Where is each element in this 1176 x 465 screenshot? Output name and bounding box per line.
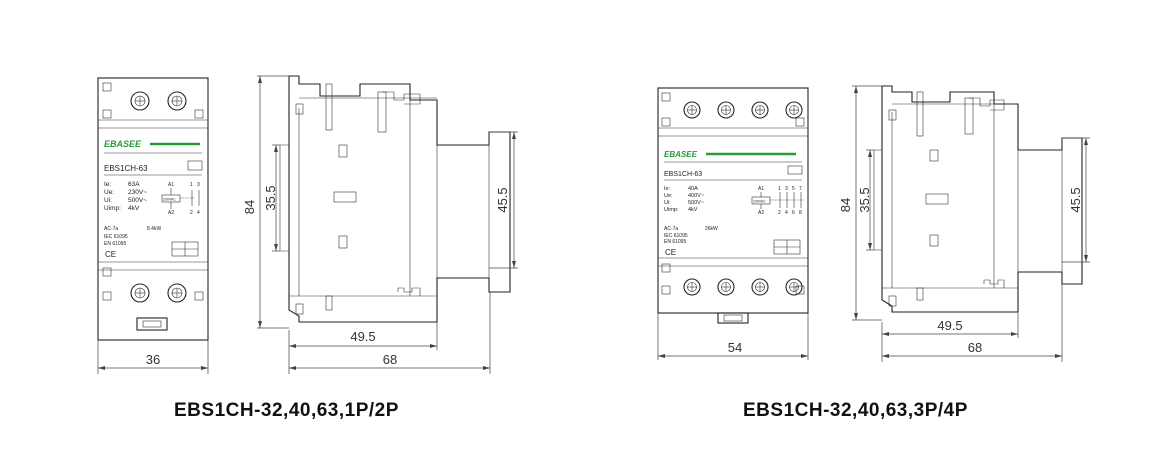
contact-symbol-icon: A1 A2 230VAC 1 3 2 4 (161, 182, 200, 216)
spec-list: Ie: 40A Ue: 400V~ Ui: 500V~ Uimp: 4kV (664, 186, 704, 213)
coil-label: 230VAC (163, 198, 176, 202)
terminal-label: 8 (799, 210, 802, 216)
terminal-label: 3 (785, 186, 788, 192)
spec-value: 63A (128, 181, 140, 188)
ac-power-label: 8.4kW (147, 226, 161, 232)
terminal-a2: A2 (758, 210, 764, 216)
terminal-a1: A1 (758, 186, 764, 192)
terminal-label: 2 (190, 210, 193, 216)
right-caption: EBS1CH-32,40,63,3P/4P (743, 400, 968, 421)
spec-list: Ie: 63A Ue: 230V~ Ui: 500V~ Uimp: 4kV (104, 181, 147, 212)
dimension-width-front: 54 (728, 340, 742, 355)
ac-power-label: 26kW (705, 226, 718, 232)
dimension-depth-inner: 49.5 (350, 329, 375, 344)
terminal-screw-icon (130, 283, 150, 303)
en-standard: EN 61095 (104, 241, 126, 247)
left-front-view: EBASEE EBS1CH-63 Ie: 63A Ue: 230V~ Ui: 500V~ U… (97, 77, 209, 341)
model-label: EBS1CH-63 (104, 164, 148, 173)
ac-rating-label: AC-7a (104, 226, 118, 232)
right-side-view: 84 35.5 45.5 49.5 68 (838, 85, 1090, 362)
terminal-label: 1 (190, 182, 193, 188)
terminal-screw-icon (683, 101, 701, 119)
spec-value: 500V~ (688, 200, 704, 206)
spec-value: 230V~ (128, 189, 147, 196)
spec-key: Ui: (104, 197, 112, 204)
terminal-screw-icon (785, 278, 803, 296)
dimension-depth-total: 68 (968, 340, 982, 355)
model-label: EBS1CH-63 (664, 171, 702, 178)
terminal-screw-icon (717, 278, 735, 296)
dimension-inner: 35.5 (263, 185, 278, 210)
terminal-screw-icon (130, 91, 150, 111)
terminal-label: 4 (197, 210, 200, 216)
dimension-inner: 35.5 (857, 187, 872, 212)
en-standard: EN 61095 (664, 239, 686, 245)
spec-key: Ie: (104, 181, 111, 188)
left-side-view: 84 35.5 45.5 49.5 68 36 (97, 75, 518, 374)
spec-value: 500V~ (128, 197, 147, 204)
dimension-right: 45.5 (1068, 187, 1083, 212)
dimension-width-front: 36 (146, 352, 160, 367)
terminal-screw-icon (683, 278, 701, 296)
iec-standard: IEC 61095 (104, 234, 128, 240)
terminal-label: 4 (785, 210, 788, 216)
spec-value: 400V~ (688, 193, 704, 199)
spec-key: Ui: (664, 200, 671, 206)
coil-label: 230VAC (753, 200, 766, 204)
terminal-screw-icon (751, 101, 769, 119)
ce-mark: CE (665, 248, 676, 257)
spec-value: 4kV (128, 205, 140, 212)
terminal-a1: A1 (168, 182, 174, 188)
terminal-label: 3 (197, 182, 200, 188)
dimension-right: 45.5 (495, 187, 510, 212)
terminal-a2: A2 (168, 210, 174, 216)
brand-logo: EBASEE (104, 139, 142, 149)
brand-logo: EBASEE (664, 150, 698, 159)
spec-value: 40A (688, 186, 698, 192)
spec-value: 4kV (688, 207, 698, 213)
terminal-label: 2 (778, 210, 781, 216)
spec-key: Uimp: (104, 205, 121, 212)
dimension-depth-inner: 49.5 (937, 318, 962, 333)
spec-key: Ie: (664, 186, 671, 192)
terminal-screw-icon (717, 101, 735, 119)
right-front-view: EBASEE EBS1CH-63 Ie: 40A Ue: 400V~ Ui: 500V~ U… (657, 87, 809, 360)
terminal-screw-icon (167, 91, 187, 111)
terminal-label: 7 (799, 186, 802, 192)
terminal-screw-icon (751, 278, 769, 296)
dimension-depth-total: 68 (383, 352, 397, 367)
spec-key: Uimp: (664, 207, 679, 213)
contact-symbol-icon: A1 A2 230VAC 1 3 5 7 2 4 6 8 (751, 186, 804, 216)
dimension-height: 84 (242, 200, 257, 214)
spec-key: Ue: (104, 189, 114, 196)
terminal-label: 6 (792, 210, 795, 216)
dimension-height: 84 (838, 198, 853, 212)
iec-standard: IEC 61095 (664, 233, 688, 239)
ac-rating-label: AC-7a (664, 226, 678, 232)
spec-key: Ue: (664, 193, 673, 199)
ce-mark: CE (105, 250, 116, 259)
left-caption: EBS1CH-32,40,63,1P/2P (174, 400, 399, 421)
terminal-label: 5 (792, 186, 795, 192)
terminal-screw-icon (167, 283, 187, 303)
terminal-label: 1 (778, 186, 781, 192)
terminal-screw-icon (785, 101, 803, 119)
